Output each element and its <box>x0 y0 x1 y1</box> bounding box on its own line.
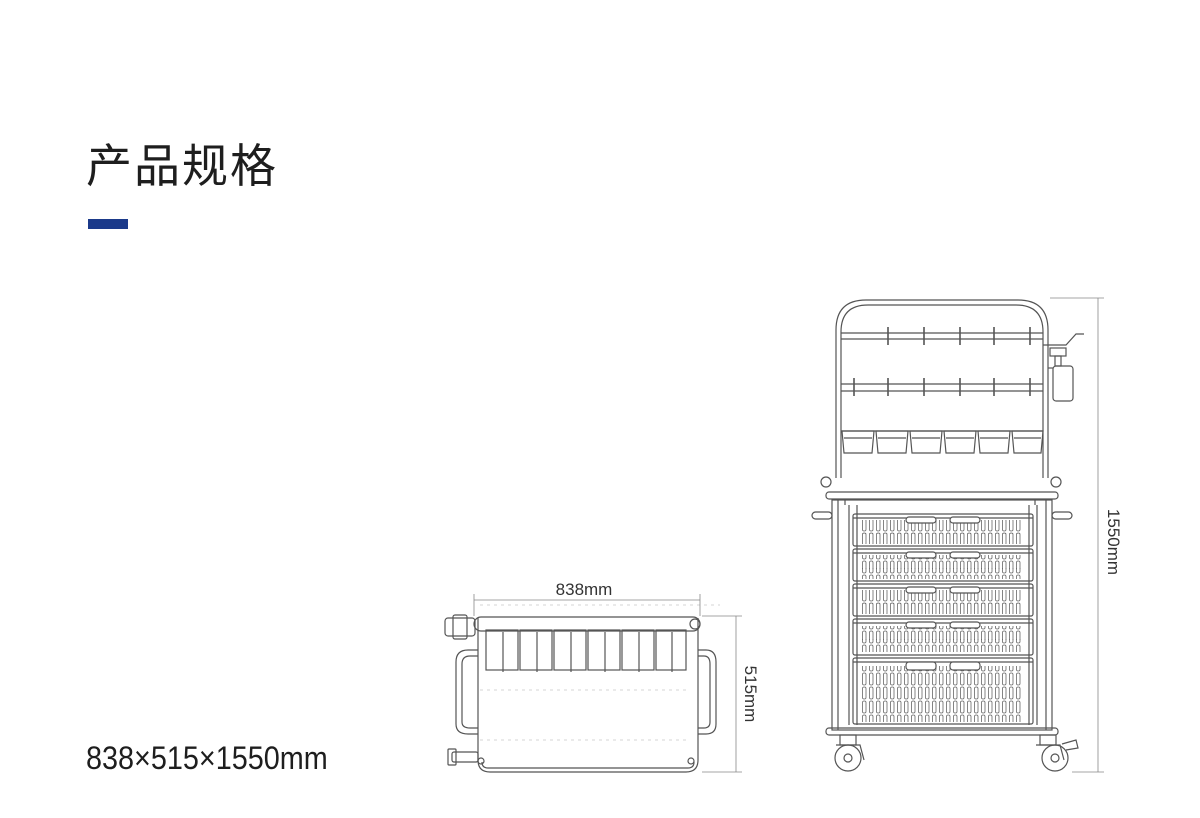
title-accent-bar <box>88 219 128 229</box>
depth-dimension <box>702 615 742 773</box>
top-view-drawing <box>444 604 720 773</box>
overall-dimensions: 838×515×1550mm <box>86 740 328 776</box>
height-label: 1550mm <box>1104 509 1123 575</box>
width-label: 838mm <box>556 580 613 599</box>
width-dimension <box>473 594 701 616</box>
front-view-drawing <box>811 299 1084 772</box>
depth-label: 515mm <box>741 666 760 723</box>
page-title: 产品规格 <box>86 139 278 193</box>
height-dimension <box>1050 297 1104 773</box>
